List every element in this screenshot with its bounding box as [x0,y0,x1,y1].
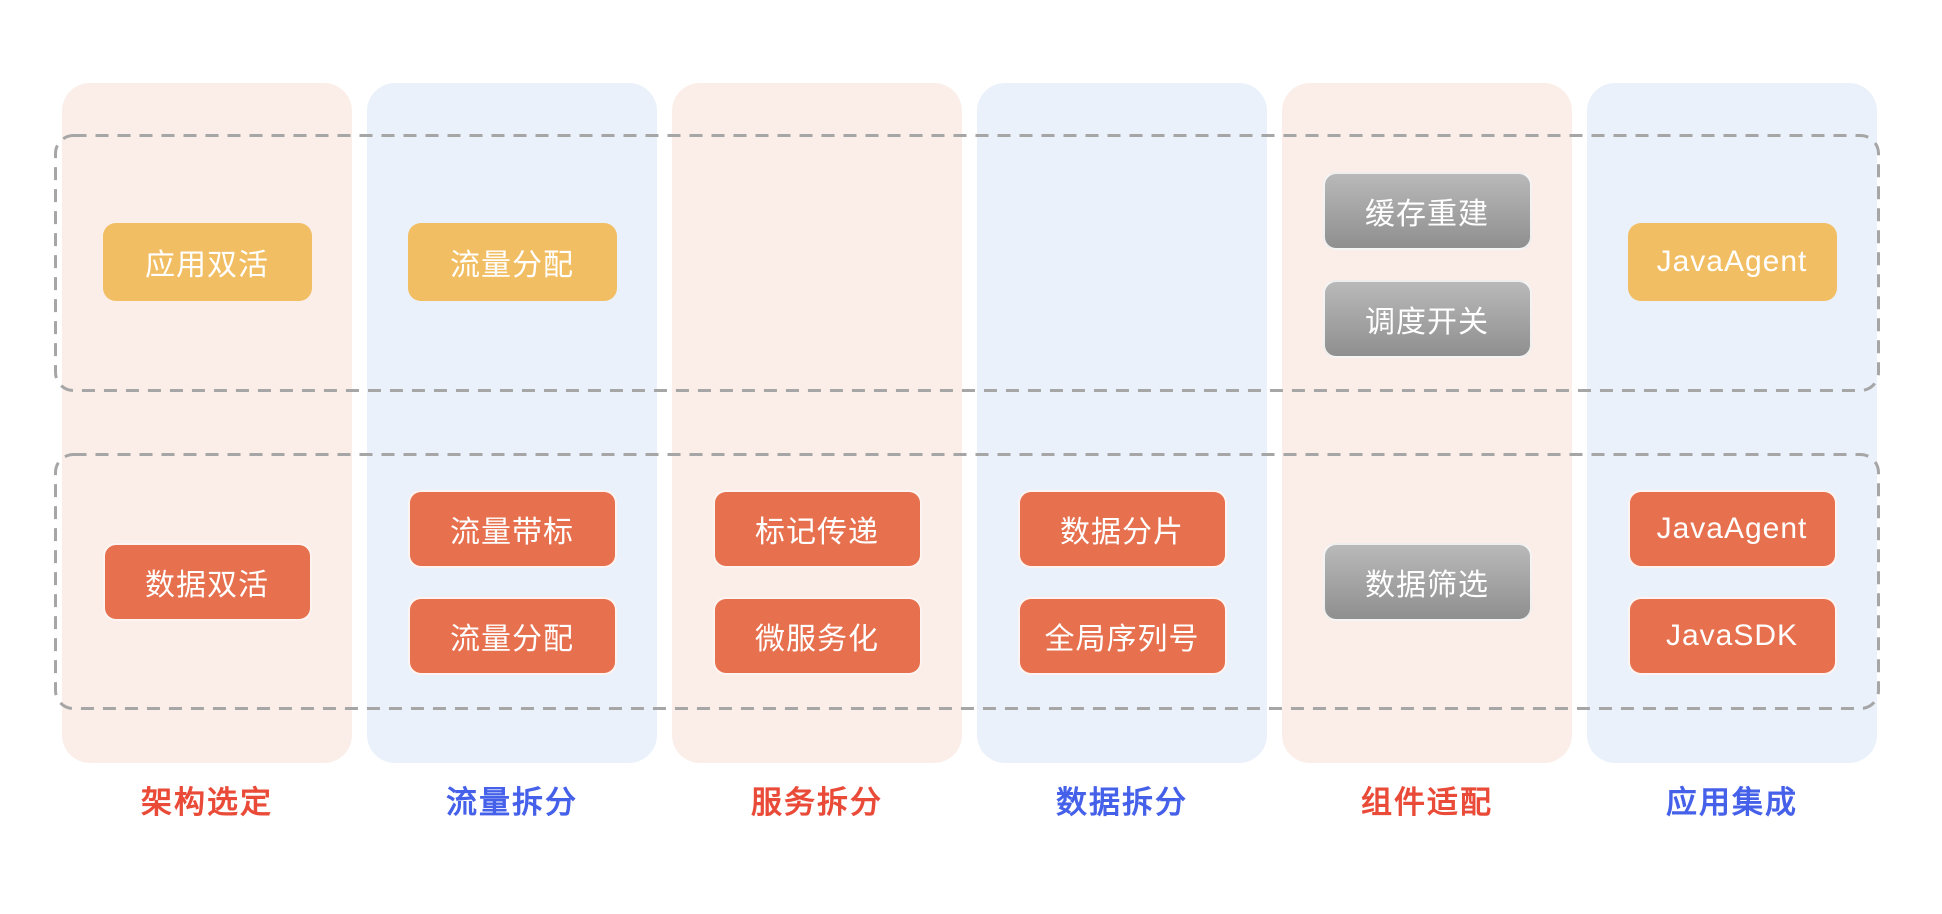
column-label-architecture-selection: 架构选定 [141,785,273,820]
box-java-sdk: JavaSDK [1627,597,1837,675]
box-data-sharding: 数据分片 [1017,490,1227,568]
box-app-dual-active: 应用双活 [102,223,312,301]
box-scheduling-switch: 调度开关 [1322,280,1532,358]
box-global-sequence-number: 全局序列号 [1017,597,1227,675]
box-java-agent: JavaAgent [1627,223,1837,301]
box-tag-propagation: 标记传递 [712,490,922,568]
column-label-traffic-splitting: 流量拆分 [446,785,578,820]
box-cache-rebuild: 缓存重建 [1322,172,1532,250]
box-microservitization: 微服务化 [712,597,922,675]
box-java-agent-lower: JavaAgent [1627,490,1837,568]
box-traffic-distribution: 流量分配 [407,223,617,301]
column-architecture-selection [62,83,352,763]
column-label-service-splitting: 服务拆分 [751,785,883,820]
column-label-component-adaptation: 组件适配 [1361,785,1493,820]
column-label-application-integration: 应用集成 [1666,785,1798,820]
box-traffic-tagging: 流量带标 [407,490,617,568]
box-traffic-distribution-lower: 流量分配 [407,597,617,675]
box-data-dual-active: 数据双活 [102,543,312,621]
box-data-filtering: 数据筛选 [1322,543,1532,621]
column-label-data-splitting: 数据拆分 [1056,785,1188,820]
